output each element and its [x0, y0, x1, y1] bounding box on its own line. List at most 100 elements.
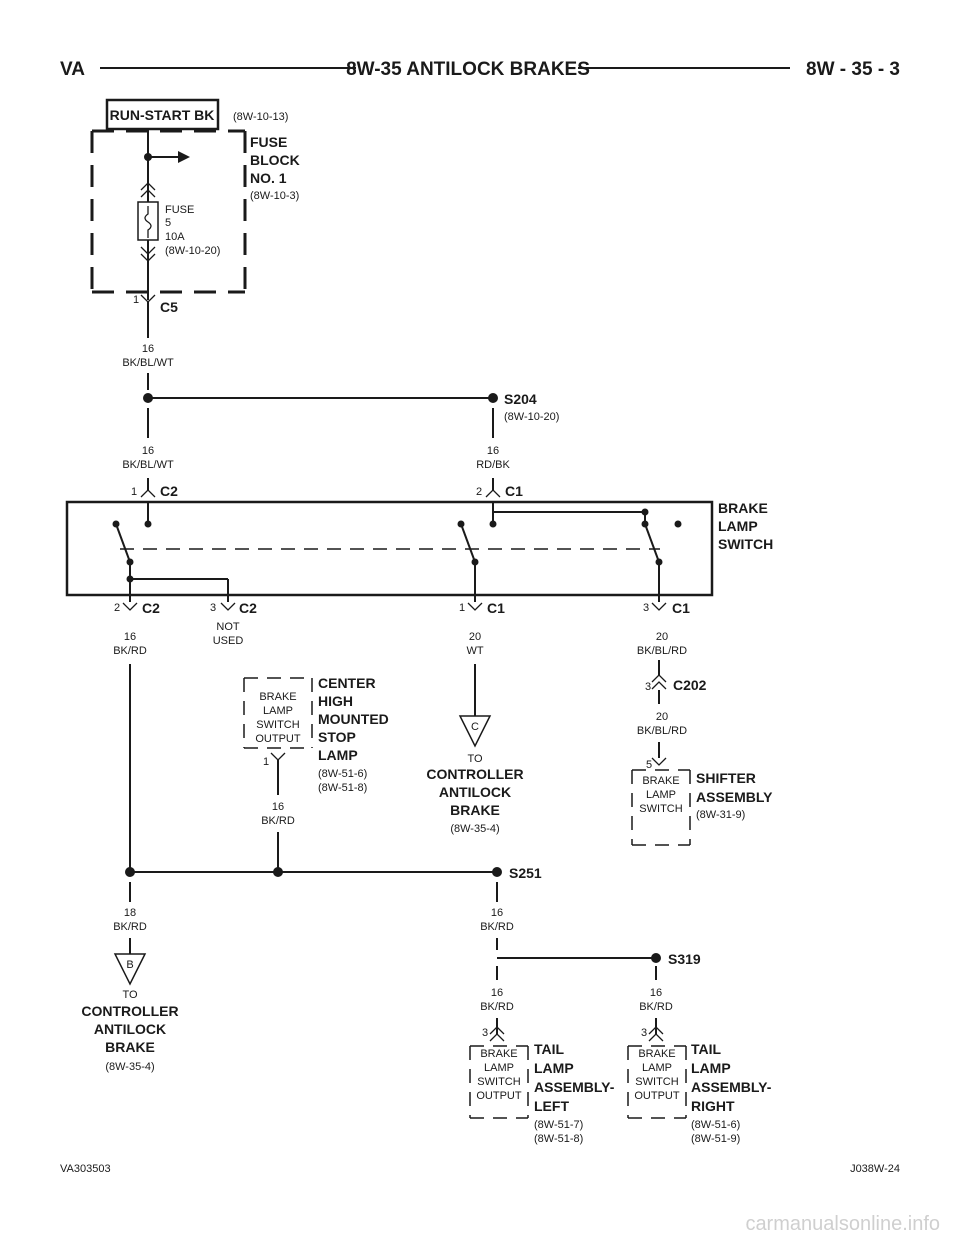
tl-right-name-4: RIGHT: [691, 1098, 735, 1114]
not-used-1: NOT: [216, 621, 240, 633]
brake-switch-name-3: SWITCH: [718, 536, 773, 552]
c1-b1-pin: 1: [459, 602, 465, 614]
wire1-gauge: 16: [142, 343, 154, 355]
wire4-gauge: 16: [124, 631, 136, 643]
c2-b2-label: C2: [239, 600, 257, 616]
tl-right-box-3: SWITCH: [635, 1076, 678, 1088]
s319-label: S319: [668, 951, 701, 967]
wire12-gauge: 16: [650, 987, 662, 999]
shifter-name-1: SHIFTER: [696, 770, 756, 786]
brake-switch-name-2: LAMP: [718, 518, 758, 534]
not-used-2: USED: [213, 635, 244, 647]
tl-right-name-1: TAIL: [691, 1041, 722, 1057]
tl-right-pin: 3: [641, 1027, 647, 1039]
c5-label: C5: [160, 299, 178, 315]
ref-c-letter: C: [471, 721, 479, 733]
tl-left-box-2: LAMP: [484, 1062, 514, 1074]
chmsl-name-2: HIGH: [318, 693, 353, 709]
wire10-gauge: 16: [491, 907, 503, 919]
brake-switch-name-1: BRAKE: [718, 500, 768, 516]
run-start-box: [105, 98, 220, 131]
ctrl-c-1: CONTROLLER: [426, 766, 523, 782]
fuse-block-outline: [90, 129, 247, 294]
ctrl-b-1: CONTROLLER: [81, 1003, 178, 1019]
brake-lamp-switch-box: [65, 500, 714, 597]
fuse-block-name-3: NO. 1: [250, 170, 287, 186]
shifter-box-3: SWITCH: [639, 803, 682, 815]
ctrl-b-3: BRAKE: [105, 1039, 155, 1055]
c2-top-pin: 1: [131, 486, 137, 498]
wire1-color: BK/BL/WT: [122, 357, 174, 369]
fuse-label-4: (8W-10-20): [165, 245, 220, 257]
c1-b1-label: C1: [487, 600, 505, 616]
s204-label: S204: [504, 391, 537, 407]
shifter-box-1: BRAKE: [642, 775, 679, 787]
wire11-gauge: 16: [491, 987, 503, 999]
wire4-color: BK/RD: [113, 645, 147, 657]
c202-label: C202: [673, 677, 707, 693]
tl-left-box-3: SWITCH: [477, 1076, 520, 1088]
wire7-gauge: 20: [656, 711, 668, 723]
ctrl-c-3: BRAKE: [450, 802, 500, 818]
wire5-color: WT: [466, 645, 483, 657]
fuse-label-2: 5: [165, 217, 171, 229]
c5-pin: 1: [133, 294, 139, 306]
tl-left-pin: 3: [482, 1027, 488, 1039]
wire9-gauge: 18: [124, 907, 136, 919]
ctrl-b-ref: (8W-35-4): [105, 1061, 154, 1073]
c2-top-label: C2: [160, 483, 178, 499]
to-b: TO: [122, 989, 138, 1001]
chmsl-box-4: OUTPUT: [255, 733, 301, 745]
splice-dot: [143, 393, 153, 403]
wire9-color: BK/RD: [113, 921, 147, 933]
ref-c-triangle-icon: [458, 715, 492, 748]
tl-right-box-1: BRAKE: [638, 1048, 675, 1060]
fuse-block-name-1: FUSE: [250, 134, 287, 150]
tl-right-ref-2: (8W-51-9): [691, 1133, 740, 1145]
arrow-icon: [178, 151, 190, 163]
ctrl-c-2: ANTILOCK: [439, 784, 511, 800]
c1-top-pin: 2: [476, 486, 482, 498]
wire2-color: BK/BL/WT: [122, 459, 174, 471]
tl-left-name-2: LAMP: [534, 1060, 574, 1076]
c2-b2-pin: 3: [210, 602, 216, 614]
ref-b-triangle-icon: [113, 953, 147, 986]
wire5-gauge: 20: [469, 631, 481, 643]
chmsl-name-3: MOUNTED: [318, 711, 389, 727]
tail-lamp-left-outline: [469, 1045, 529, 1119]
tl-right-name-2: LAMP: [691, 1060, 731, 1076]
wire2-gauge: 16: [142, 445, 154, 457]
fuse-label-3: 10A: [165, 231, 185, 243]
fuse-block-name-2: BLOCK: [250, 152, 300, 168]
c1-b2-pin: 3: [643, 602, 649, 614]
chmsl-pin: 1: [263, 756, 269, 768]
tl-left-name-1: TAIL: [534, 1041, 565, 1057]
tl-right-ref-1: (8W-51-6): [691, 1119, 740, 1131]
tail-lamp-right-outline: [627, 1045, 687, 1119]
chmsl-box-2: LAMP: [263, 705, 293, 717]
tl-right-name-3: ASSEMBLY-: [691, 1079, 772, 1095]
tl-right-box-4: OUTPUT: [634, 1090, 680, 1102]
ctrl-b-2: ANTILOCK: [94, 1021, 166, 1037]
run-start-label: RUN-START BK: [110, 107, 215, 123]
tl-left-ref-2: (8W-51-8): [534, 1133, 583, 1145]
page-header: VA 8W-35 ANTILOCK BRAKES 8W - 35 - 3: [60, 59, 900, 80]
wire10-color: BK/RD: [480, 921, 514, 933]
chmsl-name-1: CENTER: [318, 675, 376, 691]
splice-s204-dot: [488, 393, 498, 403]
ref-b-letter: B: [126, 959, 133, 971]
s251-label: S251: [509, 865, 542, 881]
chmsl-ref-2: (8W-51-8): [318, 782, 367, 794]
footer-right: J038W-24: [850, 1163, 900, 1175]
fuse-label-1: FUSE: [165, 204, 194, 216]
chmsl-ref-1: (8W-51-6): [318, 768, 367, 780]
watermark: carmanualsonline.info: [745, 1213, 940, 1235]
header-title: 8W-35 ANTILOCK BRAKES: [346, 59, 590, 80]
c202-pin: 3: [645, 681, 651, 693]
tl-left-ref-1: (8W-51-7): [534, 1119, 583, 1131]
tl-left-box-1: BRAKE: [480, 1048, 517, 1060]
chmsl-name-5: LAMP: [318, 747, 358, 763]
c2-b1-pin: 2: [114, 602, 120, 614]
tl-right-box-2: LAMP: [642, 1062, 672, 1074]
